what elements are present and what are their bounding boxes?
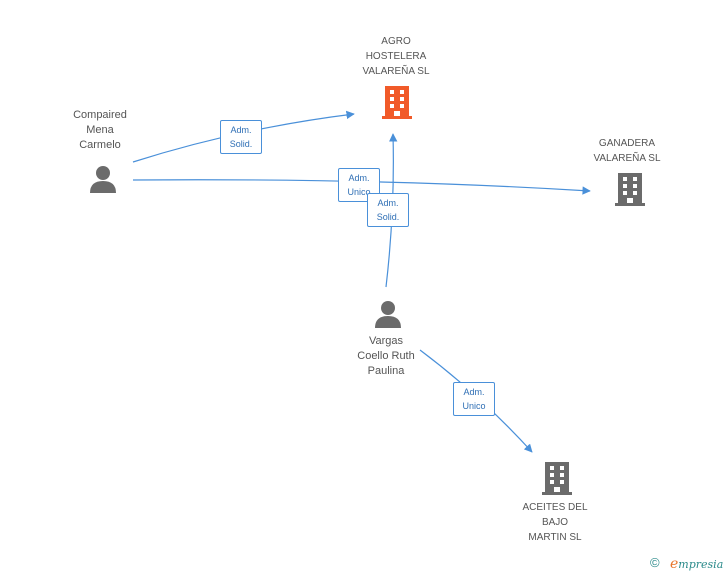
building-icon xyxy=(615,173,645,206)
person-icon xyxy=(375,301,401,328)
copyright-symbol: © xyxy=(650,555,660,570)
node-label-aceites[interactable]: ACEITES DEL BAJO MARTIN SL xyxy=(522,502,588,543)
relation-badge[interactable]: Adm. Unico xyxy=(338,168,380,202)
brand-logo-initial: e xyxy=(670,556,679,572)
building-icon xyxy=(542,462,572,495)
node-label-ganadera[interactable]: GANADERA VALAREÑA SL xyxy=(593,138,661,164)
person-icon xyxy=(90,166,116,193)
node-label-agro[interactable]: AGRO HOSTELERA VALAREÑA SL xyxy=(362,36,430,77)
node-label-compaired[interactable]: Compaired Mena Carmelo xyxy=(73,109,127,151)
brand-logo-rest: mpresia xyxy=(678,558,724,571)
node-label-vargas[interactable]: Vargas Coello Ruth Paulina xyxy=(357,335,415,377)
building-icon xyxy=(382,86,412,119)
relation-badge[interactable]: Adm. Solid. xyxy=(367,193,409,227)
brand-logo: empresia xyxy=(670,556,723,572)
relation-badge[interactable]: Adm. Unico xyxy=(453,382,495,416)
relation-badge[interactable]: Adm. Solid. xyxy=(220,120,262,154)
